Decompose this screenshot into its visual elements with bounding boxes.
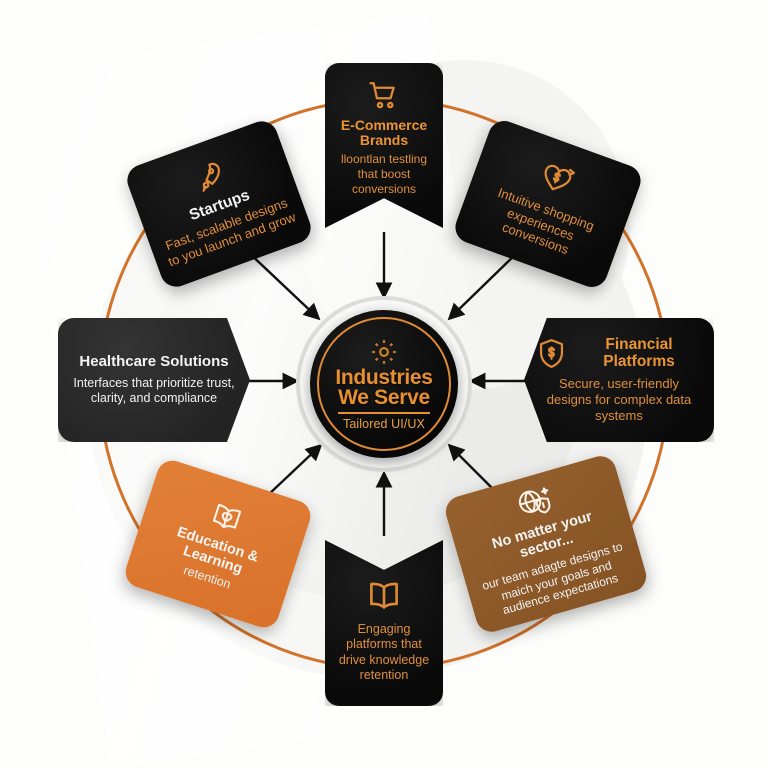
card-title: E-Commerce Brands [340, 116, 428, 149]
book-heart-icon [204, 497, 248, 539]
card-financial[interactable]: Financial Platforms Secure, user-friendl… [524, 318, 714, 442]
card-body: Engaging platforms that drive knowledge … [338, 622, 430, 682]
card-body: Intuitive shopping experiences conversio… [496, 184, 597, 258]
center-hub[interactable]: Industries We Serve Tailored UI/UX [310, 310, 458, 458]
arrow-top-right [447, 249, 521, 321]
hub-title-line2: We Serve [338, 386, 430, 410]
card-title: Financial Platforms [603, 336, 675, 371]
card-shopping-experience[interactable]: Intuitive shopping experiences conversio… [450, 116, 646, 292]
gear-icon [369, 337, 399, 367]
shopping-cart-icon [367, 79, 401, 113]
card-title: Healthcare Solutions [79, 352, 229, 370]
card-startups[interactable]: Startups Fast, scalable designs to you l… [122, 116, 316, 292]
hub-title-line1: Industries [335, 366, 433, 390]
hub-divider [338, 412, 430, 414]
globe-shield-icon [510, 481, 558, 525]
card-body: Secure, user-friendly designs for comple… [546, 376, 692, 423]
shield-dollar-icon [536, 337, 567, 370]
open-book-icon [364, 579, 404, 613]
hub-subtitle: Tailored UI/UX [343, 416, 425, 431]
rocket-icon [188, 156, 230, 198]
card-ecommerce[interactable]: E-Commerce Brands lloontlan testling tha… [325, 63, 443, 228]
card-body: lloontlan testling that boost conversion… [340, 152, 428, 196]
card-engaging-platforms[interactable]: Engaging platforms that drive knowledge … [325, 540, 443, 706]
card-body: Interfaces that prioritize trust, clarit… [73, 376, 235, 406]
card-healthcare[interactable]: Healthcare Solutions Interfaces that pri… [58, 318, 250, 442]
arrow-top-left [245, 249, 321, 321]
heart-dollar-icon [535, 155, 580, 199]
card-sector-note[interactable]: No matter your sector... our team adagte… [442, 452, 650, 636]
card-education[interactable]: Education & Learning retention [121, 456, 315, 632]
hub-inner-stroke [317, 317, 451, 451]
